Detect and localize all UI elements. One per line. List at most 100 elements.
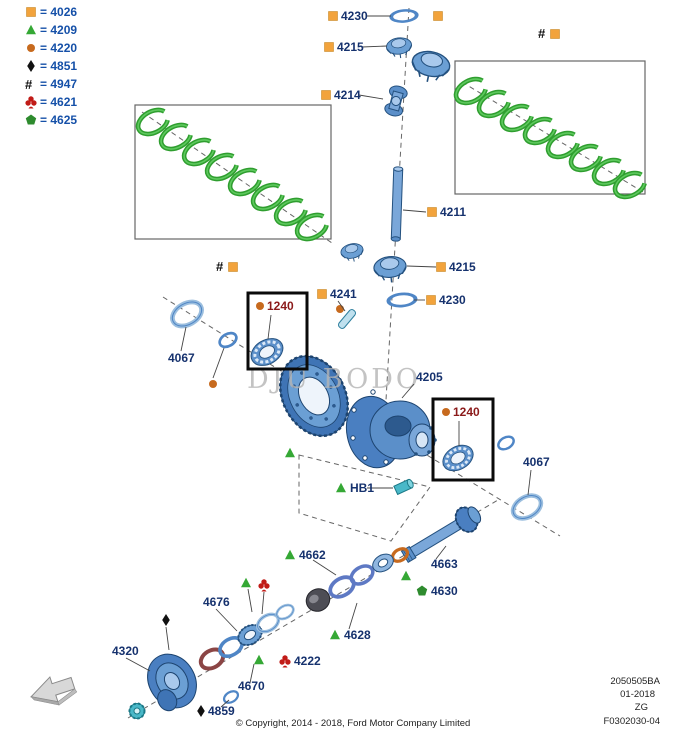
leader-line: [180, 326, 187, 352]
part-number[interactable]: 4859: [208, 704, 235, 718]
leader-line: [406, 265, 437, 268]
callout-4670[interactable]: 4670: [238, 663, 265, 693]
leader-line: [249, 663, 255, 684]
callout-hb1[interactable]: HB1: [336, 481, 393, 495]
snap-ring: [611, 168, 649, 202]
callout-4067-right[interactable]: 4067: [523, 455, 550, 496]
legend-label[interactable]: = 4621: [40, 95, 77, 109]
snap-ring: [498, 101, 536, 135]
callout-4663[interactable]: 4663: [431, 545, 458, 571]
orange-square-marker: [550, 29, 560, 39]
orange-square-marker: [427, 207, 437, 217]
callout-4676[interactable]: 4676: [203, 595, 238, 632]
callout-4230-mid[interactable]: 4230: [414, 293, 466, 307]
legend-item-4947[interactable]: # = 4947: [25, 77, 77, 92]
part-number[interactable]: 4222: [294, 654, 321, 668]
callout-4630[interactable]: 4630: [416, 584, 458, 598]
orange-square-marker: [433, 11, 443, 21]
doc-date: 01-2018: [620, 689, 655, 700]
orange-circle-icon: [27, 44, 35, 52]
part-number[interactable]: 4663: [431, 557, 458, 571]
legend-item-4220[interactable]: = 4220: [27, 41, 77, 55]
callout-4859[interactable]: 4859: [197, 699, 235, 718]
part-tube-hb1: [393, 478, 414, 496]
hash-symbol: #: [216, 259, 224, 274]
part-number[interactable]: 4230: [341, 9, 368, 23]
callout-4241[interactable]: 4241: [317, 287, 358, 312]
legend-label[interactable]: = 4220: [40, 41, 77, 55]
callout-1240-left[interactable]: 1240: [256, 299, 294, 340]
part-number[interactable]: 4676: [203, 595, 230, 609]
callout-4320[interactable]: 4320: [112, 644, 151, 672]
callout-4628[interactable]: 4628: [330, 602, 371, 642]
legend-label[interactable]: = 4947: [40, 77, 77, 91]
black-diamond-icon: [27, 60, 35, 72]
part-number[interactable]: 4067: [523, 455, 550, 469]
legend-item-4851[interactable]: = 4851: [27, 59, 77, 73]
green-triangle-marker: [254, 654, 264, 665]
part-pinion-pin-4241: [337, 309, 357, 329]
part-number[interactable]: 4241: [330, 287, 357, 301]
callout-4215-top[interactable]: 4215: [324, 40, 388, 54]
callout-1240-right[interactable]: 1240: [442, 405, 480, 446]
part-number[interactable]: 4230: [439, 293, 466, 307]
orange-square-marker: [317, 289, 327, 299]
part-number[interactable]: 4630: [431, 584, 458, 598]
callout-4214[interactable]: 4214: [321, 88, 384, 102]
green-triangle-marker: [330, 629, 340, 640]
legend-item-4621[interactable]: = 4621: [25, 95, 77, 109]
legend-item-4625[interactable]: = 4625: [25, 113, 78, 127]
part-number[interactable]: 4214: [334, 88, 361, 102]
part-number[interactable]: 4628: [344, 628, 371, 642]
callout-4230-top[interactable]: 4230: [328, 9, 392, 23]
part-number[interactable]: HB1: [350, 481, 374, 495]
part-number[interactable]: 4211: [440, 205, 466, 219]
part-number[interactable]: 4215: [337, 40, 364, 54]
legend-item-4209[interactable]: = 4209: [26, 23, 77, 37]
callout-4205[interactable]: 4205: [401, 370, 443, 399]
part-number[interactable]: 4662: [299, 548, 326, 562]
leader-line: [402, 209, 427, 213]
legend-label[interactable]: = 4625: [40, 113, 77, 127]
black-diamond-marker-group: [162, 614, 170, 651]
orange-square-marker: [324, 42, 334, 52]
part-number[interactable]: 4067: [168, 351, 195, 365]
highlight-box-1240-left: [246, 291, 309, 371]
part-number[interactable]: 4670: [238, 679, 265, 693]
kit-box-left: [134, 104, 332, 240]
callout-4067-left[interactable]: 4067: [168, 326, 195, 365]
callout-4215-mid[interactable]: 4215: [406, 260, 476, 274]
hash-symbol: #: [538, 26, 546, 41]
callout-4222[interactable]: 4222: [279, 654, 321, 668]
dashed-region-outline: [298, 454, 431, 542]
part-number[interactable]: 4205: [416, 370, 443, 384]
orange-dot-marker: [209, 380, 217, 388]
leader-line: [348, 602, 358, 630]
orange-dot-marker: [336, 305, 344, 313]
green-triangle-icon: [26, 24, 36, 35]
leader-line: [527, 469, 532, 496]
legend-label[interactable]: = 4209: [40, 23, 77, 37]
part-number[interactable]: 4215: [449, 260, 476, 274]
part-number[interactable]: 4320: [112, 644, 139, 658]
part-ring-4230-top: [388, 7, 420, 25]
part-washer: [272, 600, 298, 624]
part-number[interactable]: 1240: [267, 299, 294, 313]
part-number[interactable]: 1240: [453, 405, 480, 419]
callout-4662[interactable]: 4662: [285, 548, 337, 576]
callout-4211[interactable]: 4211: [402, 205, 466, 219]
legend-item-4026[interactable]: = 4026: [26, 5, 78, 19]
highlight-box-1240-right: [431, 397, 495, 482]
legend-label[interactable]: = 4026: [40, 5, 77, 19]
leader-line: [435, 545, 447, 560]
doc-code: 2050505BA: [610, 676, 660, 687]
part-flange-4320: [147, 653, 197, 712]
part-pinion-gear: [407, 47, 453, 87]
snap-ring: [590, 155, 628, 189]
direction-arrow-icon: [30, 676, 78, 706]
leader-line: [358, 94, 384, 100]
part-shaft-4211: [390, 166, 404, 242]
legend-label[interactable]: = 4851: [40, 59, 77, 73]
part-washer: [494, 432, 518, 454]
green-triangle-marker: [336, 482, 346, 493]
